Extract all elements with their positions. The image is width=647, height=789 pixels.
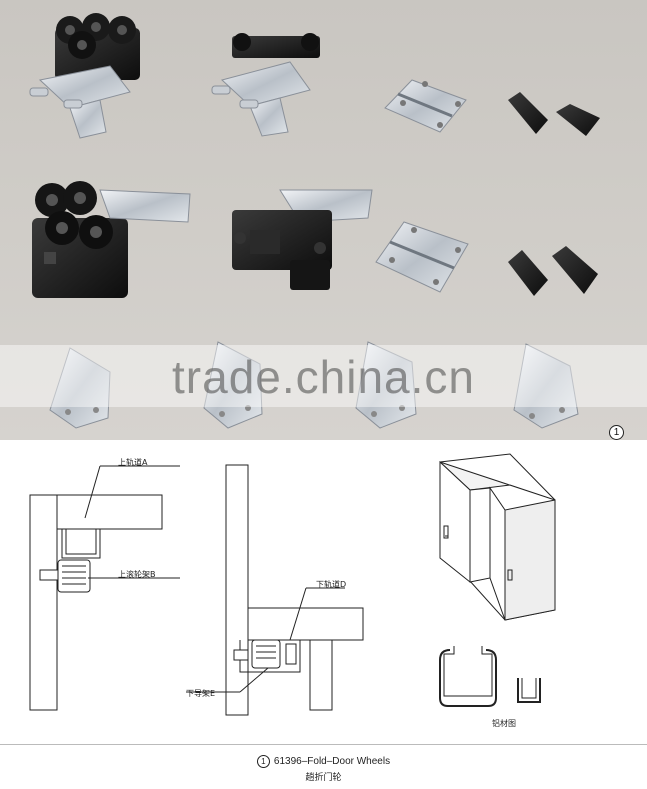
mounting-plate-3 — [355, 341, 417, 429]
hinge-2 — [375, 221, 469, 293]
label-profile: 铝材图 — [492, 719, 516, 728]
roller-carriage-2-wheel — [211, 33, 320, 137]
mounting-plate-4 — [513, 343, 579, 429]
technical-drawings: 上轨道A 上滚轮架B 下轨道D 下导架E 铝材图 — [0, 440, 647, 740]
caption-number-badge: 1 — [256, 755, 270, 768]
watermark-band — [0, 345, 647, 407]
black-bracket-pair-2 — [508, 246, 598, 296]
caption-title: 61396–Fold–Door Wheels — [273, 756, 391, 768]
hinge — [384, 79, 467, 133]
label-lower-guide-frame: 下导架E — [186, 689, 216, 698]
label-lower-track: 下轨道D — [316, 580, 347, 589]
lower-guide-bracket — [232, 189, 373, 290]
installation-diagram — [29, 453, 556, 716]
label-upper-roller-frame: 上滚轮架B — [118, 570, 156, 579]
photo-number-badge: 1 — [609, 425, 624, 440]
caption-subtitle: 趟折门轮 — [305, 773, 342, 783]
footer-divider — [0, 744, 647, 745]
lower-track-diagram — [186, 464, 364, 716]
label-upper-track: 上轨道A — [118, 458, 148, 467]
aluminum-profile-section — [439, 646, 541, 707]
black-bracket-pair — [508, 92, 600, 136]
mounting-plate-2 — [203, 341, 263, 429]
cabinet-isometric — [439, 453, 556, 621]
mounting-plate-1 — [49, 347, 111, 429]
heavy-roller-carriage — [32, 181, 191, 298]
upper-track-diagram — [29, 465, 180, 711]
hardware-parts-illustration — [29, 13, 600, 429]
roller-carriage-4-wheel — [29, 13, 140, 139]
watermark-text: trade.china.cn — [172, 351, 475, 403]
product-photo: trade.china.cn 1 — [0, 0, 647, 440]
